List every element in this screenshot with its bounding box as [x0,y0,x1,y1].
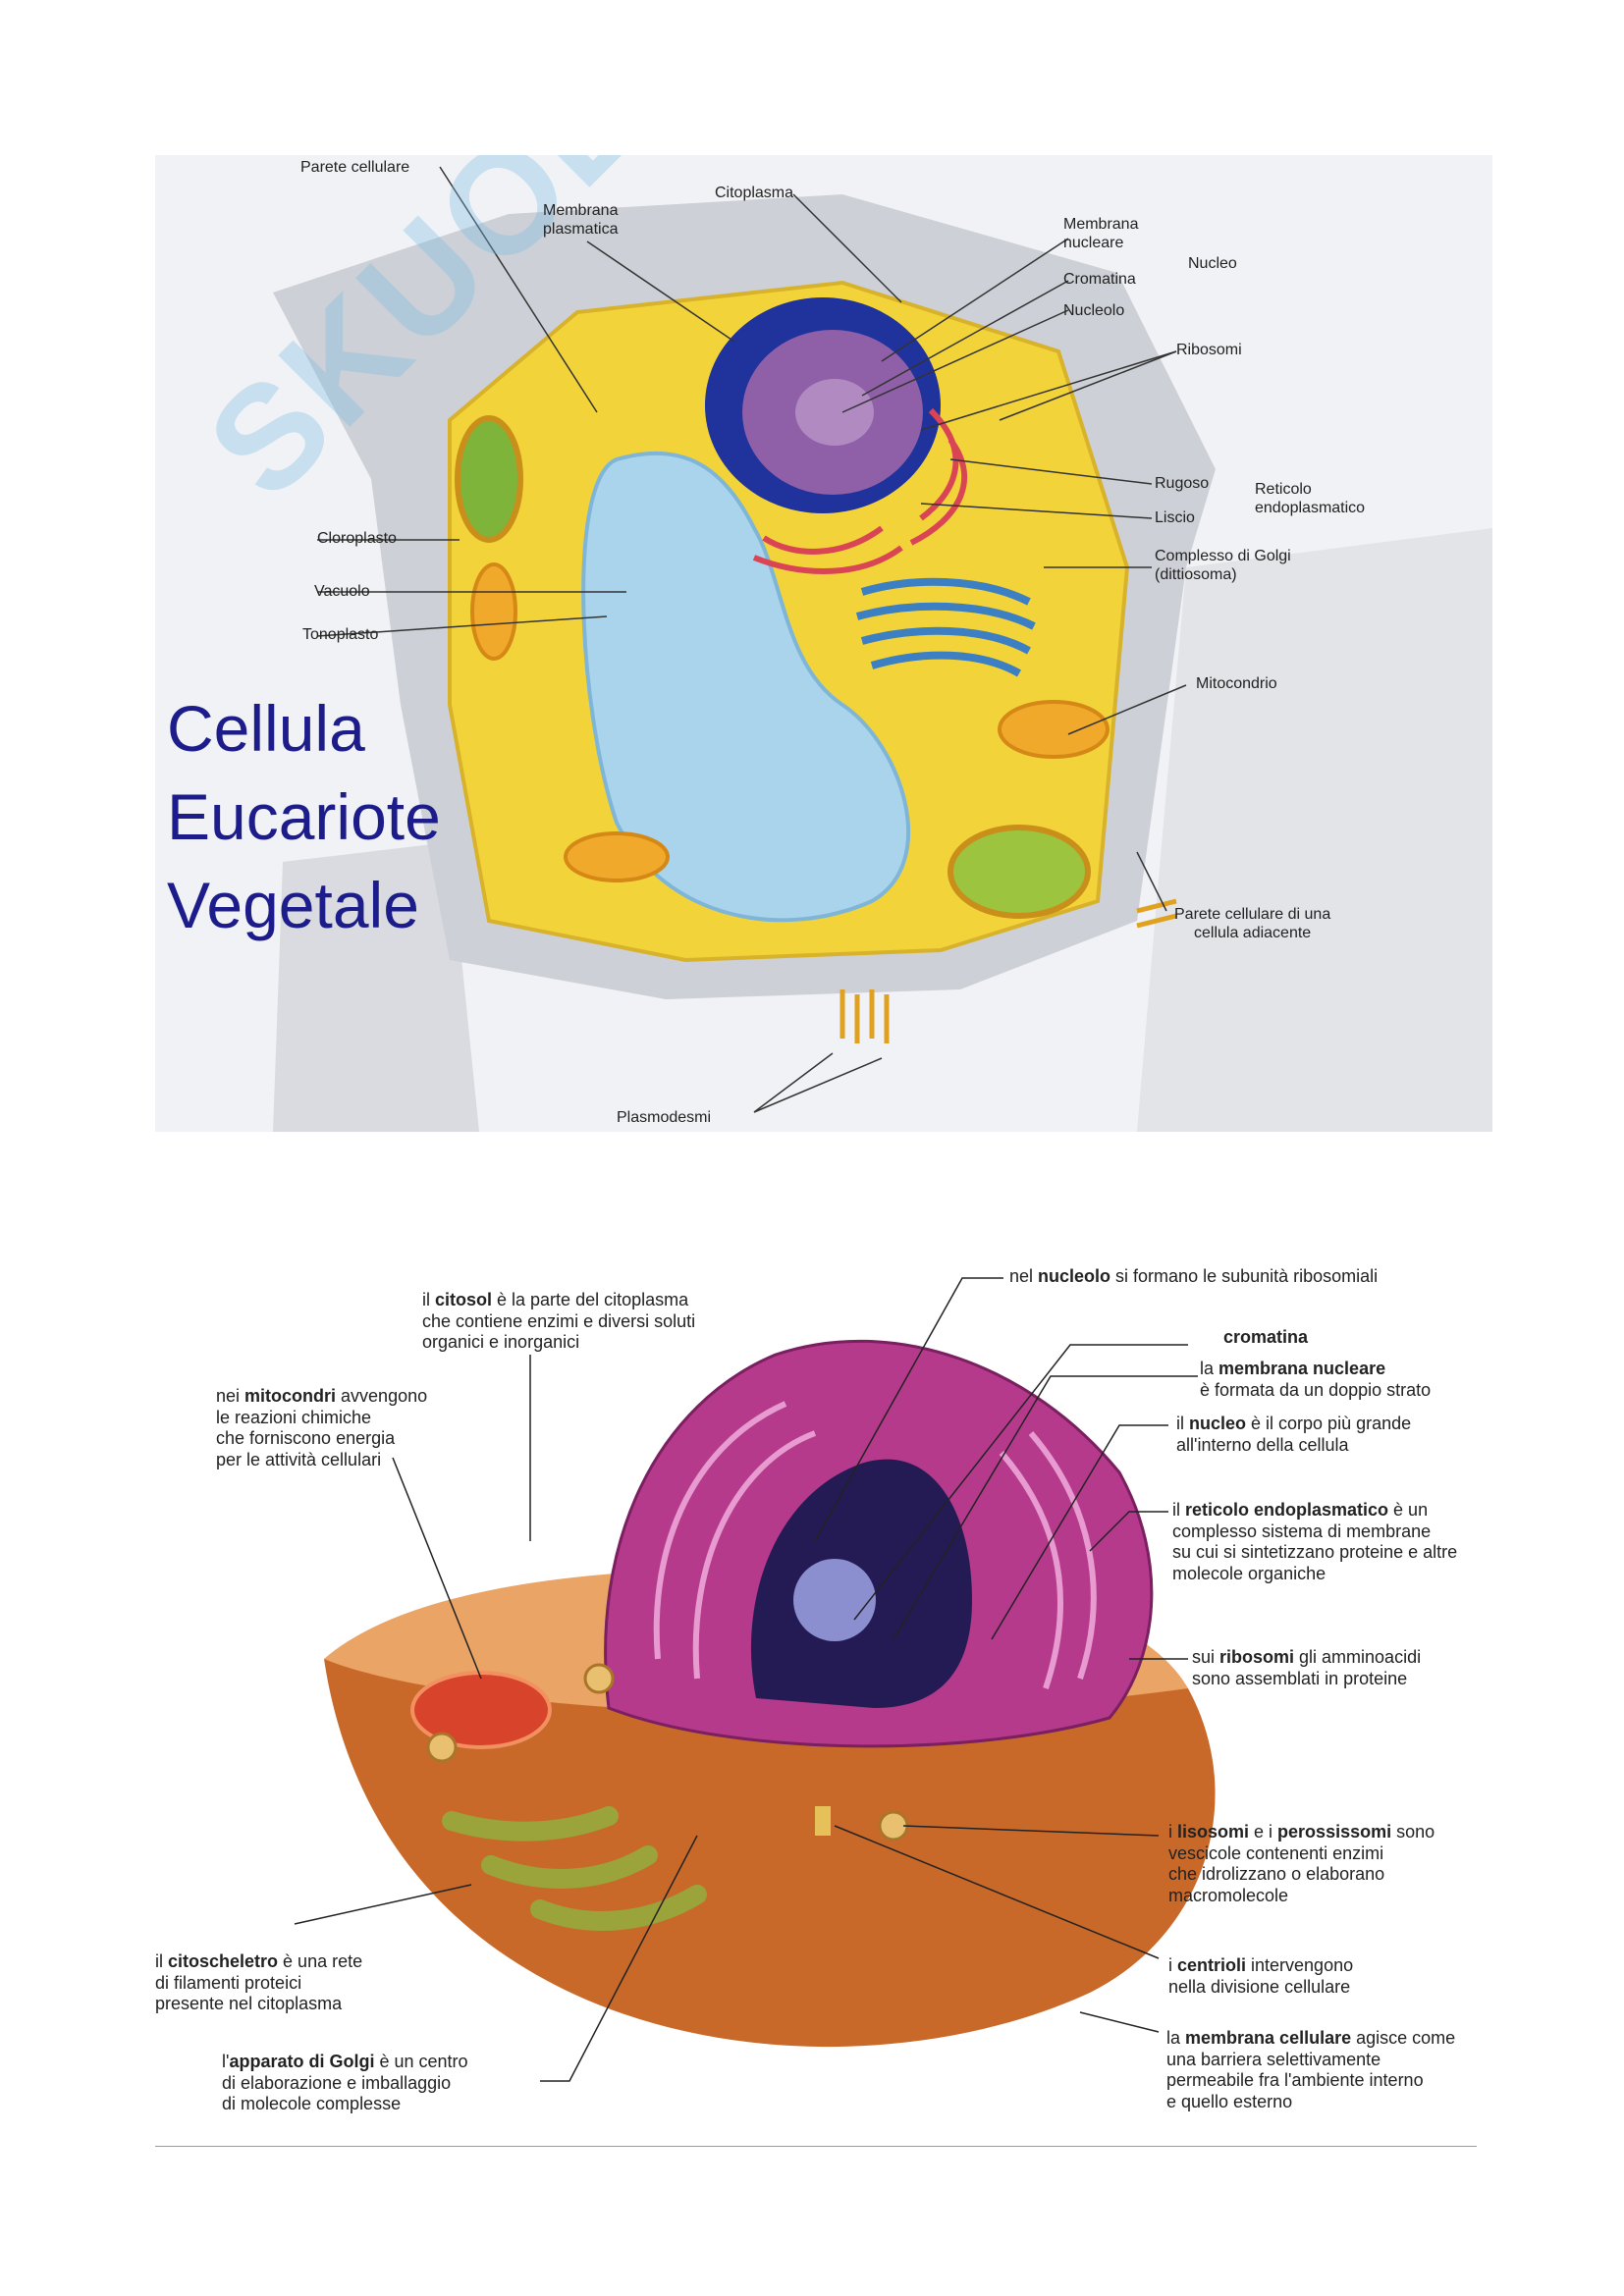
label-cytoskeleton-pre: il [155,1951,168,1971]
mitochondrion [1000,702,1108,757]
label-nuclear-membrane-pre: la [1200,1359,1218,1378]
label-adjacent-wall: Parete cellulare di una cellula adiacent… [1174,906,1330,943]
label-chloroplast: Cloroplasto [317,530,397,549]
label-vacuole: Vacuolo [314,583,370,602]
label-nucleus-pre: il [1176,1414,1189,1433]
label-nuclear-membrane: Membrana nucleare [1063,216,1138,253]
label-lysosomes: i lisosomi e i perossissomi sono vescico… [1168,1822,1435,1906]
nucleolus [795,379,874,446]
vesicle [585,1665,613,1692]
label-chromatin-bold: cromatina [1223,1327,1308,1347]
label-centrioles: i centrioli intervengono nella divisione… [1168,1955,1353,1998]
label-ribosomes-bold: ribosomi [1219,1647,1294,1667]
centriole [815,1806,831,1836]
label-mitochondria-pre: nei [216,1386,244,1406]
label-plasma-membrane: Membrana plasmatica [543,202,618,240]
label-nucleolus: Nucleolo [1063,302,1124,321]
label-cytosol-pre: il [422,1290,435,1309]
label-mitochondria: nei mitocondri avvengono le reazioni chi… [216,1386,427,1470]
chloroplast [458,418,520,540]
label-er-pre: il [1172,1500,1185,1520]
label-nucleolus: nel nucleolo si formano le subunità ribo… [1009,1266,1378,1288]
mitochondrion-2 [472,564,515,659]
label-cytoskeleton-bold: citoscheletro [168,1951,278,1971]
bottom-rule [155,2146,1477,2147]
label-cytoplasm: Citoplasma [715,185,793,203]
plant-cell-figure: SKUOLA.net Parete cellulare Membrana pla… [155,155,1492,1132]
label-ribosomes-pre: sui [1192,1647,1219,1667]
nucleolus [793,1559,876,1641]
label-nuclear-membrane-bold: membrana nucleare [1218,1359,1385,1378]
label-cytosol-bold: citosol [435,1290,492,1309]
label-golgi-bold: apparato di Golgi [229,2052,374,2071]
label-plasmodesmata: Plasmodesmi [617,1109,711,1128]
peroxisome [880,1812,907,1840]
figure-title: Cellula Eucariote Vegetale [167,685,441,949]
label-centrioles-pre: i [1168,1955,1177,1975]
label-smooth: Liscio [1155,509,1195,528]
label-golgi: Complesso di Golgi (dittiosoma) [1155,548,1291,585]
mitochondrion-3 [566,833,668,881]
label-rough: Rugoso [1155,475,1209,494]
label-nucleolus-post: si formano le subunità ribosomiali [1110,1266,1378,1286]
label-lysosomes-bold-2: perossissomi [1277,1822,1391,1842]
label-mitochondria-bold: mitocondri [244,1386,336,1406]
label-cell-membrane-pre: la [1166,2028,1185,2048]
label-nucleus-bold: nucleo [1189,1414,1246,1433]
chloroplast-2 [950,828,1088,916]
label-tonoplast: Tonoplasto [302,626,378,645]
label-nucleolus-bold: nucleolo [1038,1266,1110,1286]
label-cytoskeleton: il citoscheletro è una rete di filamenti… [155,1951,362,2015]
label-chromatin: cromatina [1223,1327,1308,1349]
label-ribosomes: sui ribosomi gli amminoacidi sono assemb… [1192,1647,1421,1689]
label-er: Reticolo endoplasmatico [1255,481,1365,518]
label-cytosol: il citosol è la parte del citoplasma che… [422,1290,695,1354]
animal-cell-figure: nel nucleolo si formano le subunità ribo… [147,1247,1492,2145]
label-nucleus: il nucleo è il corpo più grande all'inte… [1176,1414,1411,1456]
label-er: il reticolo endoplasmatico è un compless… [1172,1500,1457,1584]
label-nuclear-membrane-post: è formata da un doppio strato [1200,1380,1431,1400]
label-er-bold: reticolo endoplasmatico [1185,1500,1388,1520]
label-centrioles-bold: centrioli [1177,1955,1246,1975]
label-cell-membrane: la membrana cellulare agisce come una ba… [1166,2028,1455,2112]
label-nucleolus-pre: nel [1009,1266,1038,1286]
label-lysosomes-pre: i [1168,1822,1177,1842]
label-lysosomes-bold: lisosomi [1177,1822,1249,1842]
label-ribosomes: Ribosomi [1176,342,1242,360]
label-nuclear-membrane: la membrana nucleare è formata da un dop… [1200,1359,1431,1401]
label-mitochondrion: Mitocondrio [1196,675,1277,694]
lysosome [428,1734,456,1761]
label-chromatin: Cromatina [1063,271,1136,290]
label-nucleus: Nucleo [1188,255,1237,274]
label-cell-membrane-bold: membrana cellulare [1185,2028,1351,2048]
label-golgi: l'apparato di Golgi è un centro di elabo… [222,2052,468,2115]
label-lysosomes-mid: e i [1249,1822,1277,1842]
label-cell-wall: Parete cellulare [300,159,409,178]
neighbour-cell-right [1137,528,1492,1132]
